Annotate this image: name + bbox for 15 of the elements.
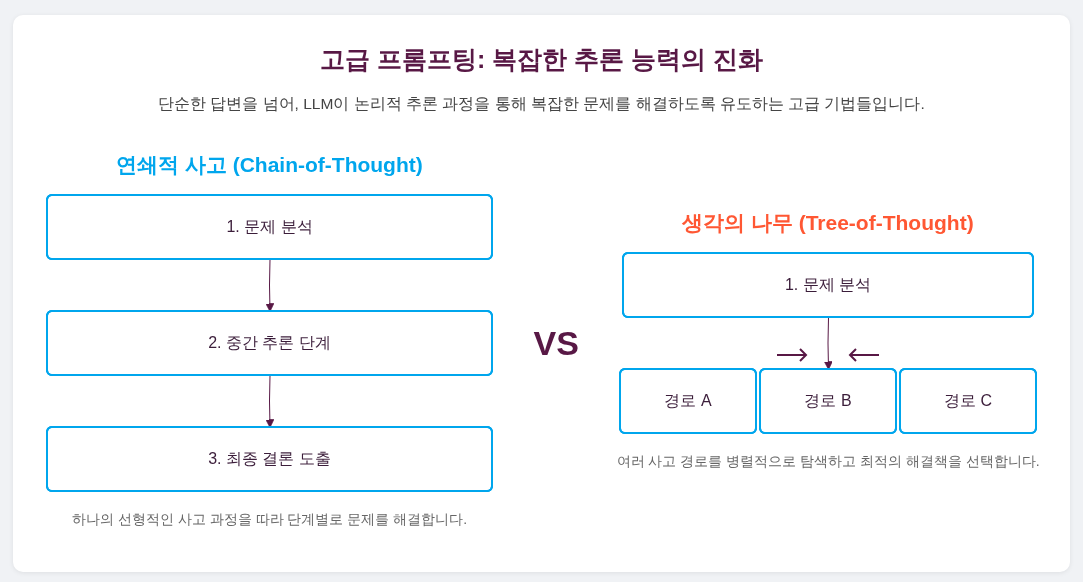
title: 고급 프롬프팅: 복잡한 추론 능력의 진화: [320, 44, 764, 75]
node-text: 2. 중간 추론 단계: [208, 334, 331, 351]
node-text: 1. 문제 분석: [226, 218, 313, 235]
node-text: 3. 최종 결론 도출: [208, 450, 331, 467]
subtitle: 단순한 답변을 넘어, LLM이 논리적 추론 과정을 통해 복잡한 문제를 해결하도록 유도하는 고급 기법들입니다.: [158, 94, 925, 114]
caption-text: 여러 사고 경로를 병렬적으로 탐색하고 최적의 해결책을 선택합니다.: [616, 453, 1040, 471]
versus-label: VS: [533, 323, 579, 363]
arrow: [823, 317, 833, 370]
card: 1. 문제 분석 2. 중간 추론 단계 3. 최종 결론 도출 1. 문제 분석 경로 A 경로 B 경로 C 고급 프롬프팅: 복잡한 추론 능력의 진화 단순한 답변을 넘어, LLM이 논리적 추론 과정을 통해 복잡한 문제를 해결하도록 유도하는 고급 기법들입니다. 연쇄적 사고 (Chain-of-Thought) 하나의 선형적인 사고 과정을 따라 단계별로 문제를 해결합니다. VS 생각의 나무 (Tree-of-Thought) 여러 사고 경로를 병렬적으로 탐색하고 최적의 해결책을 선택합니다.: [13, 15, 1070, 572]
arrow: [265, 375, 275, 428]
section-heading: 생각의 나무 (Tree-of-Thought): [682, 210, 974, 236]
caption-text: 하나의 선형적인 사고 과정을 따라 단계별로 문제를 해결합니다.: [72, 511, 468, 529]
section-heading: 연쇄적 사고 (Chain-of-Thought): [116, 152, 423, 178]
node-text: 1. 문제 분석: [784, 276, 872, 293]
arrow: [265, 259, 275, 312]
